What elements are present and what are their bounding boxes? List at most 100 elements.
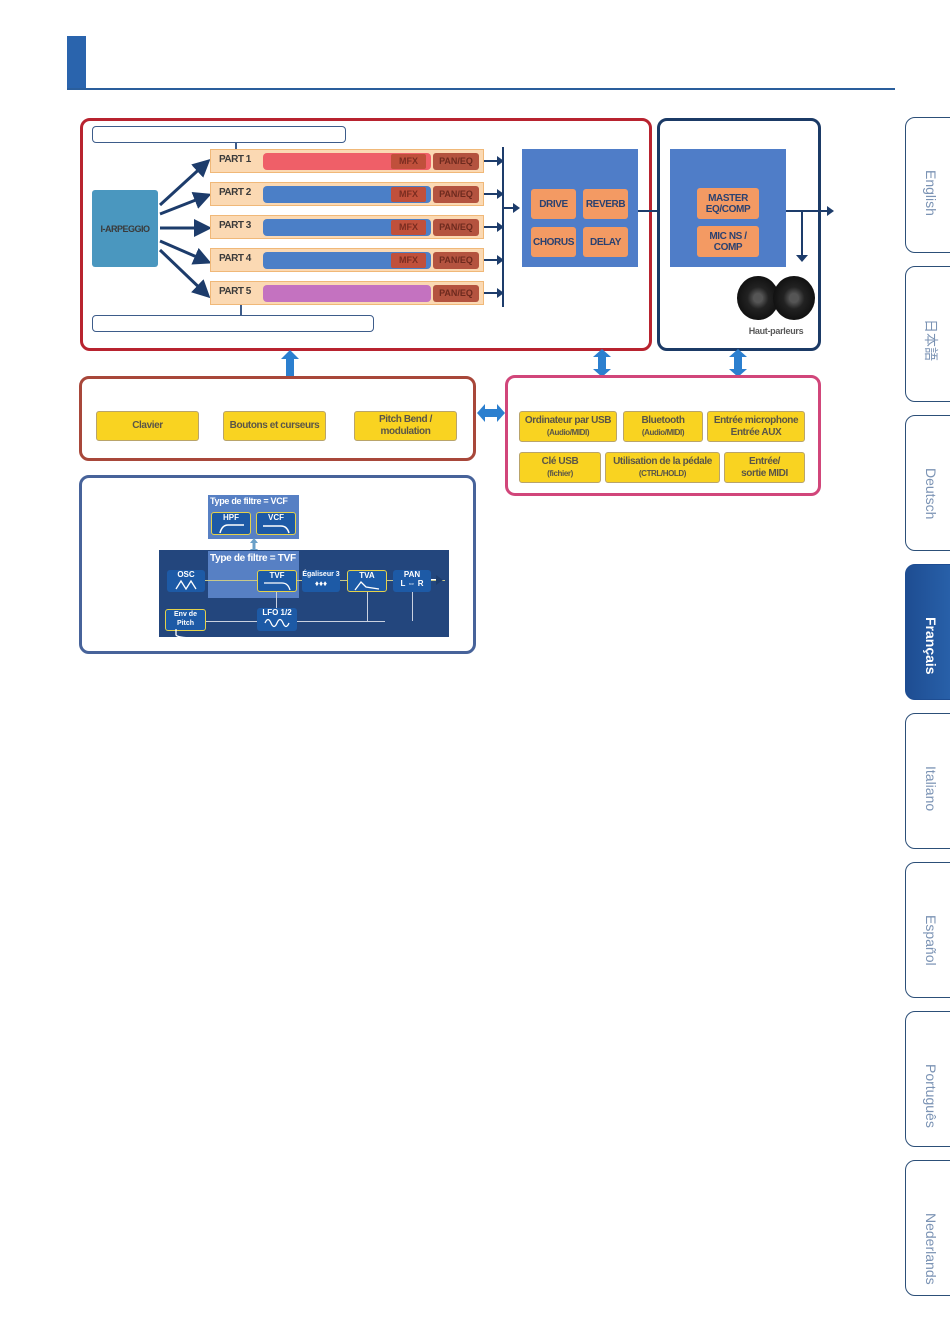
arrow-right [504, 203, 520, 213]
vcf-title: Type de filtre = VCF [210, 496, 288, 506]
io-pedal: Utilisation de la pédale(CTRL/HOLD) [605, 452, 720, 483]
master-eq-comp: MASTER EQ/COMP [697, 188, 759, 219]
signal-line [367, 592, 368, 621]
mfx-block: MFX [391, 154, 426, 169]
hpf-block: HPF [211, 512, 251, 535]
paneq-block: PAN/EQ [433, 153, 479, 170]
header-rule [67, 88, 895, 90]
tva-label: TVA [359, 571, 375, 580]
keyboard-controller: Clavier [96, 411, 199, 441]
paneq-block: PAN/EQ [433, 186, 479, 203]
io-label: Utilisation de la pédale [613, 455, 712, 467]
reverb-effect: REVERB [583, 189, 628, 219]
tvf-title: Type de filtre = TVF [210, 553, 296, 564]
tab-nederlands[interactable]: Nederlands [905, 1160, 950, 1296]
pitch-bend-controller: Pitch Bend / modulation [354, 411, 457, 441]
tab-label: English [923, 170, 939, 216]
vcf-curve-icon [263, 525, 290, 534]
tab-label: Deutsch [923, 468, 939, 520]
arrow-right [484, 189, 504, 199]
double-arrow-icon [593, 349, 611, 377]
arrow-right [484, 222, 504, 232]
eq-label: Égaliseur 3 [302, 571, 340, 578]
tvf-label: TVF [269, 571, 285, 580]
tab-italiano[interactable]: Italiano [905, 713, 950, 849]
speakers-label: Haut-parleurs [748, 326, 804, 336]
knobs-sliders-controller: Boutons et curseurs [223, 411, 326, 441]
tab-espanol[interactable]: Español [905, 862, 950, 998]
pan-label: PAN [403, 570, 421, 579]
mic-ns-comp: MIC NS / COMP [697, 226, 759, 257]
hpf-label: HPF [223, 513, 239, 522]
part-row: PART 2 MFX PAN/EQ [210, 182, 484, 206]
pan-sublabel: L ⇔ R [400, 579, 424, 588]
io-label: Bluetooth [641, 414, 685, 426]
osc-label: OSC [177, 570, 195, 579]
io-usb-computer: Ordinateur par USB(Audio/MIDI) [519, 411, 617, 442]
tab-label: Français [923, 617, 939, 675]
drive-effect: DRIVE [531, 189, 576, 219]
tab-portugues[interactable]: Português [905, 1011, 950, 1147]
arrow-right [786, 206, 834, 216]
vcf-label: VCF [268, 513, 284, 522]
tva-block: TVA [347, 570, 387, 592]
lfo-label: LFO 1/2 [262, 608, 292, 617]
io-sublabel: (Audio/MIDI) [546, 427, 590, 437]
part-name: PART 2 [219, 187, 251, 198]
part-name: PART 5 [219, 286, 251, 297]
double-arrow-icon [729, 349, 747, 377]
io-midi: Entrée/sortie MIDI [724, 452, 805, 483]
part-row: PART 3 MFX PAN/EQ [210, 215, 484, 239]
tab-label: Nederlands [923, 1213, 939, 1285]
arrow-out [431, 575, 443, 585]
tab-francais[interactable]: Français [905, 564, 950, 700]
lpf-curve-icon [264, 582, 291, 591]
sine-wave-icon [264, 618, 290, 628]
section-marker [67, 36, 86, 90]
tab-japanese[interactable]: 日本語 [905, 266, 950, 402]
signal-line [412, 592, 413, 621]
arrow-up-icon [281, 350, 299, 378]
tone-chain [159, 550, 449, 637]
part-name: PART 3 [219, 220, 251, 231]
io-bluetooth: Bluetooth(Audio/MIDI) [623, 411, 703, 442]
tab-deutsch[interactable]: Deutsch [905, 415, 950, 551]
paneq-block: PAN/EQ [433, 252, 479, 269]
tab-english[interactable]: English [905, 117, 950, 253]
mfx-block: MFX [391, 220, 426, 235]
io-label: Clé USB [541, 455, 579, 467]
pitch-env-label: Env de Pitch [174, 611, 197, 627]
lfo-block: LFO 1/2 [257, 608, 297, 631]
mfx-block: MFX [391, 253, 426, 268]
signal-line [276, 592, 277, 608]
eq-icon: ♦♦♦ [314, 579, 328, 588]
part-tone-bar [263, 285, 431, 302]
connector [240, 304, 242, 315]
part-tone-bar [263, 219, 431, 236]
part-tone-bar [263, 186, 431, 203]
io-usb-stick: Clé USB(fichier) [519, 452, 601, 483]
arrow-down [801, 211, 803, 257]
io-sublabel: Entrée AUX [730, 426, 782, 438]
delay-effect: DELAY [583, 227, 628, 257]
arpeggio-arrows [158, 158, 212, 299]
connector [235, 142, 237, 152]
pitch-env-block: Env de Pitch [165, 609, 206, 639]
arrow-right [484, 156, 504, 166]
envelope-icon [354, 581, 380, 591]
arpeggio-block: I-ARPEGGIO [92, 190, 158, 267]
part-name: PART 1 [219, 154, 251, 165]
part-tone-bar [263, 153, 431, 170]
part-row: PART 1 MFX PAN/EQ [210, 149, 484, 173]
tab-label: 日本語 [923, 319, 939, 361]
envelope-decay-icon [174, 629, 197, 639]
saw-wave-icon [175, 579, 197, 591]
double-arrow-h-icon [477, 404, 505, 422]
chorus-effect: CHORUS [531, 227, 576, 257]
arrow-right [484, 255, 504, 265]
tab-label: Español [923, 915, 939, 966]
mfx-block: MFX [391, 187, 426, 202]
arrow-head [796, 255, 808, 262]
arrow-right [484, 288, 504, 298]
